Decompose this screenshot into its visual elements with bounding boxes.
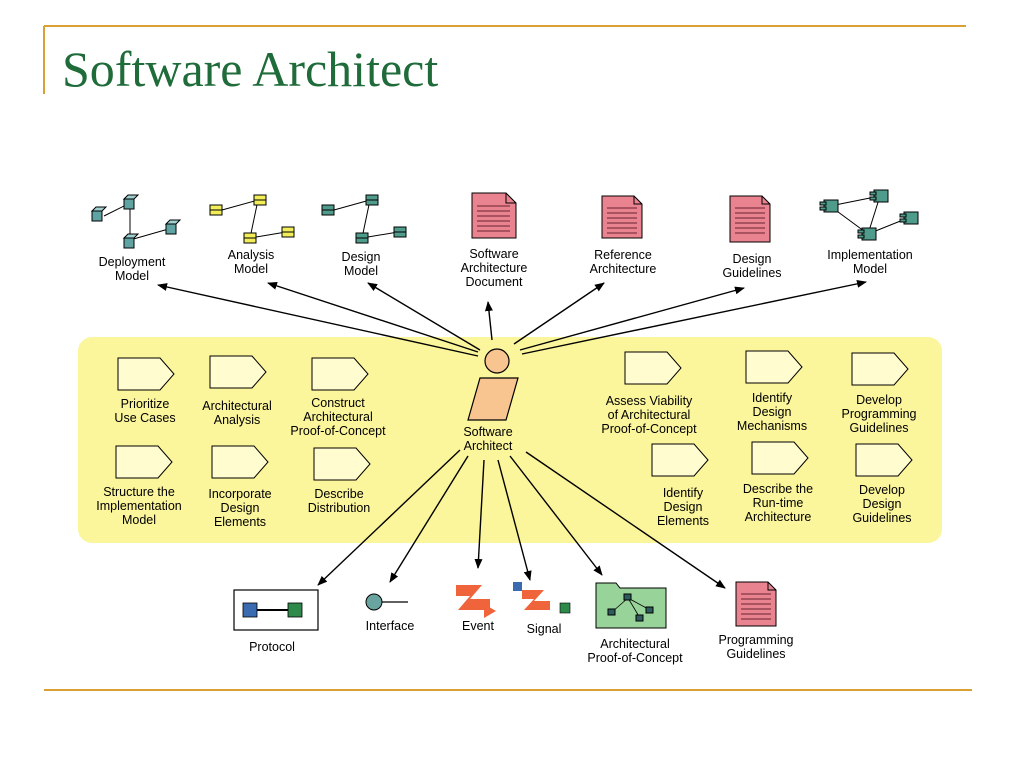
arrows-bottom [317, 449, 726, 589]
event-icon [456, 585, 496, 618]
arrow-to-design-guidelines [519, 286, 745, 351]
protocol-icon [233, 589, 319, 631]
activity-identify-design-elements-icon [651, 443, 709, 477]
architectural-proof-of-concept-folder-icon [595, 582, 667, 629]
arrow-to-protocol [317, 449, 461, 586]
arrow-to-software-architecture-document [484, 301, 493, 341]
arrow-to-design-model [367, 282, 481, 351]
activity-architectural-analysis-icon [209, 355, 267, 389]
label-protocol: Protocol [249, 640, 295, 654]
role-software-architect-icon [467, 348, 519, 421]
activity-construct-architectural-poc-icon [311, 357, 369, 391]
arrow-to-deployment-model [157, 283, 479, 357]
arrow-to-event [474, 459, 485, 569]
reference-architecture-icon [601, 195, 643, 239]
slide-title: Software Architect [62, 41, 439, 97]
activity-describe-runtime-architecture-icon [751, 441, 809, 475]
design-guidelines-icon [729, 195, 771, 243]
arrow-to-programming-guidelines [525, 451, 726, 589]
label-software-architect-role: Software Architect [463, 425, 513, 453]
activity-identify-design-mechanisms-icon [745, 350, 803, 384]
arrow-to-architectural-proof-of-concept [509, 455, 603, 576]
arrow-to-reference-architecture [513, 282, 605, 345]
arrow-to-interface [389, 455, 469, 583]
activity-structure-implementation-model-icon [115, 445, 173, 479]
analysis-model-icon [209, 194, 295, 244]
signal-icon [513, 582, 571, 614]
activity-develop-programming-guidelines-icon [851, 352, 909, 386]
activity-incorporate-design-elements-icon [211, 445, 269, 479]
arrows-top [157, 279, 867, 357]
design-model-icon [321, 194, 407, 244]
software-architecture-document-icon [471, 192, 517, 239]
activity-prioritize-use-cases-icon [117, 357, 175, 391]
arrow-to-implementation-model [521, 279, 867, 355]
deployment-model-icon [90, 194, 182, 249]
implementation-model-icon [819, 189, 919, 241]
activity-assess-viability-icon [624, 351, 682, 385]
interface-icon [365, 593, 408, 611]
activity-describe-distribution-icon [313, 447, 371, 481]
arrow-to-analysis-model [267, 282, 479, 353]
activity-develop-design-guidelines-icon [855, 443, 913, 477]
label-interface: Interface [365, 619, 415, 633]
programming-guidelines-icon [735, 581, 777, 627]
label-event: Event [462, 619, 494, 633]
label-signal: Signal [526, 622, 562, 636]
arrow-to-signal [497, 459, 532, 581]
activity-band [78, 337, 942, 543]
activity-shapes [115, 350, 913, 481]
